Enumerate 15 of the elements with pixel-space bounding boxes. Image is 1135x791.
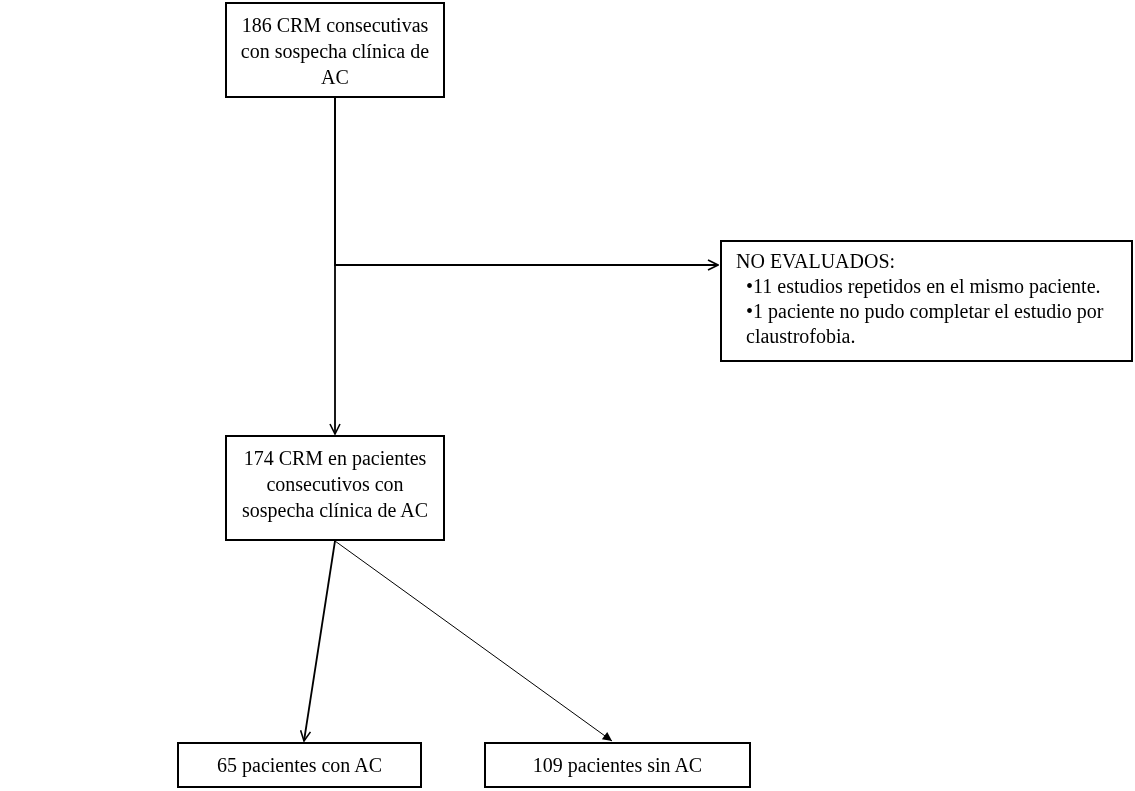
box-heading: NO EVALUADOS:	[735, 249, 897, 274]
box-text: 109 pacientes sin AC	[531, 753, 704, 778]
box-text: •1 paciente no pudo completar el estudio por claustrofobia.	[745, 299, 1105, 349]
box-text: 186 CRM consecutivas con sospecha clínica de AC	[239, 13, 431, 90]
process-box	[225, 2, 445, 98]
box-text: 174 CRM en pacientes consecutivos con sospecha clínica de AC	[240, 446, 430, 523]
box-text: •11 estudios repetidos en el mismo paciente.	[745, 274, 1102, 299]
process-box	[720, 240, 1133, 362]
process-box	[484, 742, 751, 788]
arrow	[334, 97, 719, 271]
arrow	[299, 540, 336, 742]
process-box	[177, 742, 422, 788]
process-box	[225, 435, 445, 541]
arrow	[334, 540, 613, 742]
box-text: 65 pacientes con AC	[216, 753, 383, 778]
